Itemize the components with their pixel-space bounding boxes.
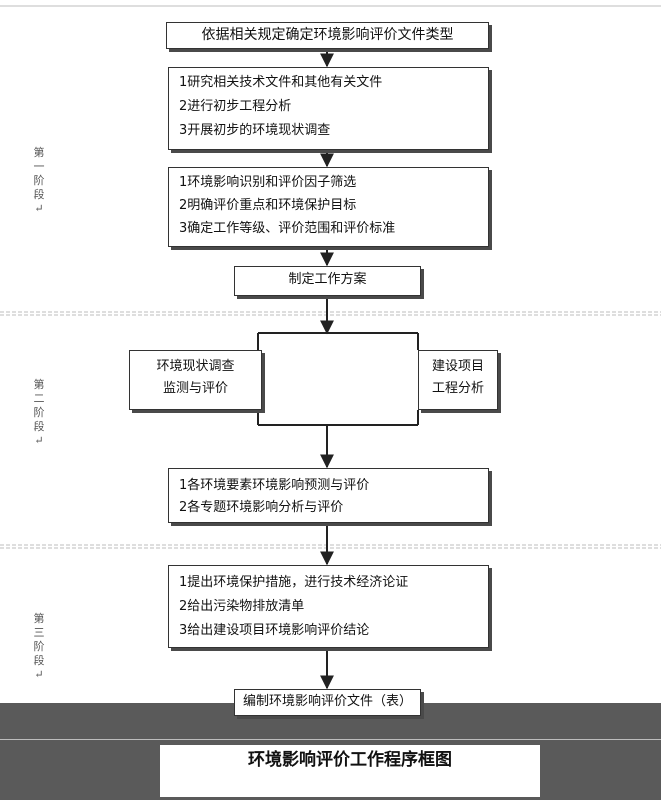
box-d-line-1: 1提出环境保护措施，进行技术经济论证 <box>179 575 409 590</box>
project-analysis-box: 建设项目 工程分析 <box>418 350 498 410</box>
compile-document-text: 编制环境影响评价文件（表） <box>242 694 412 709</box>
box-b-line-1: 1环境影响识别和评价因子筛选 <box>179 175 357 190</box>
box-d-line-3: 3给出建设项目环境影响评价结论 <box>179 623 370 638</box>
box-c-line-2: 2各专题环境影响分析与评价 <box>179 500 344 515</box>
box-a-line-3: 3开展初步的环境现状调查 <box>179 123 331 138</box>
preliminary-research-box: 1研究相关技术文件和其他有关文件 2进行初步工程分析 3开展初步的环境现状调查 <box>168 67 489 150</box>
box-b-line-2: 2明确评价重点和环境保护目标 <box>179 198 357 213</box>
work-plan-box: 制定工作方案 <box>234 266 421 296</box>
environment-survey-box: 环境现状调查 监测与评价 <box>129 350 262 410</box>
project-line-1: 建设项目 <box>431 359 484 374</box>
stage-1-label: 第 一 阶 段 ↵ <box>33 146 45 215</box>
file-type-text: 依据相关规定确定环境影响评价文件类型 <box>201 27 454 43</box>
footer-rule <box>0 739 661 740</box>
box-b-line-3: 3确定工作等级、评价范围和评价标准 <box>179 221 396 236</box>
impact-prediction-box: 1各环境要素环境影响预测与评价 2各专题环境影响分析与评价 <box>168 468 489 523</box>
work-plan-text: 制定工作方案 <box>288 272 367 287</box>
box-a-line-2: 2进行初步工程分析 <box>179 99 292 114</box>
survey-line-1: 环境现状调查 <box>156 359 235 374</box>
protection-measures-box: 1提出环境保护措施，进行技术经济论证 2给出污染物排放清单 3给出建设项目环境影… <box>168 565 489 648</box>
caption-text: 环境影响评价工作程序框图 <box>248 750 452 770</box>
box-d-line-2: 2给出污染物排放清单 <box>179 599 305 614</box>
project-line-2: 工程分析 <box>431 381 484 396</box>
diagram-caption: 环境影响评价工作程序框图 <box>160 745 540 797</box>
file-type-box: 依据相关规定确定环境影响评价文件类型 <box>166 22 489 49</box>
compile-document-box: 编制环境影响评价文件（表） <box>234 689 421 716</box>
stage-3-label: 第 三 阶 段 ↵ <box>33 612 45 681</box>
box-c-line-1: 1各环境要素环境影响预测与评价 <box>179 478 370 493</box>
survey-line-2: 监测与评价 <box>162 381 228 396</box>
stage-2-label: 第 二 阶 段 ↵ <box>33 378 45 447</box>
impact-identification-box: 1环境影响识别和评价因子筛选 2明确评价重点和环境保护目标 3确定工作等级、评价… <box>168 167 489 247</box>
box-a-line-1: 1研究相关技术文件和其他有关文件 <box>179 75 383 90</box>
